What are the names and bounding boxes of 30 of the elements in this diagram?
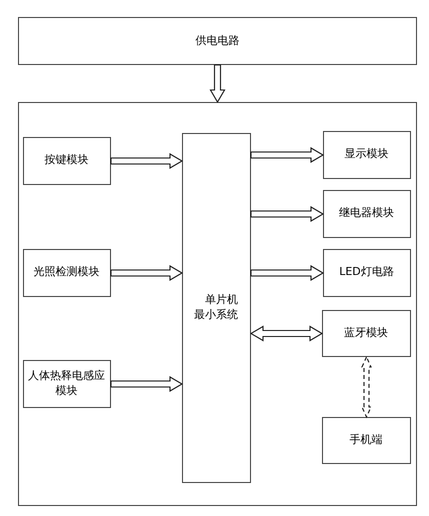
module-box [22,248,110,296]
module-label: 蓝牙模块 [344,326,388,340]
block-arrow [110,153,184,169]
processor-box [182,132,250,482]
module-label: 继电器模块 [339,206,394,221]
block-arrow [250,265,324,281]
module-label: 显示模块 [344,147,388,162]
module-box [322,130,410,178]
module-box [322,310,410,356]
block-arrow [250,147,324,163]
block-arrow [110,265,184,281]
module-label: 手机端 [350,432,382,448]
block-arrow [210,64,226,104]
block-arrow [250,326,324,342]
module-label: LED灯电路 [339,265,394,280]
block-arrow [110,376,184,392]
module-box [322,416,410,464]
module-label: 供电电路 [196,34,240,48]
block-arrow [250,206,324,222]
module-label: 按键模块 [44,153,88,168]
module-box [322,190,410,238]
module-box [18,17,417,65]
block-arrow [361,356,372,418]
module-box [22,136,110,184]
module-label: 单片机最小系统 [193,292,239,322]
system-frame [18,102,417,506]
module-box [22,360,110,408]
module-box [322,248,410,296]
module-label: 人体热释电感应模块 [27,368,106,398]
module-label: 光照检测模块 [34,265,100,280]
